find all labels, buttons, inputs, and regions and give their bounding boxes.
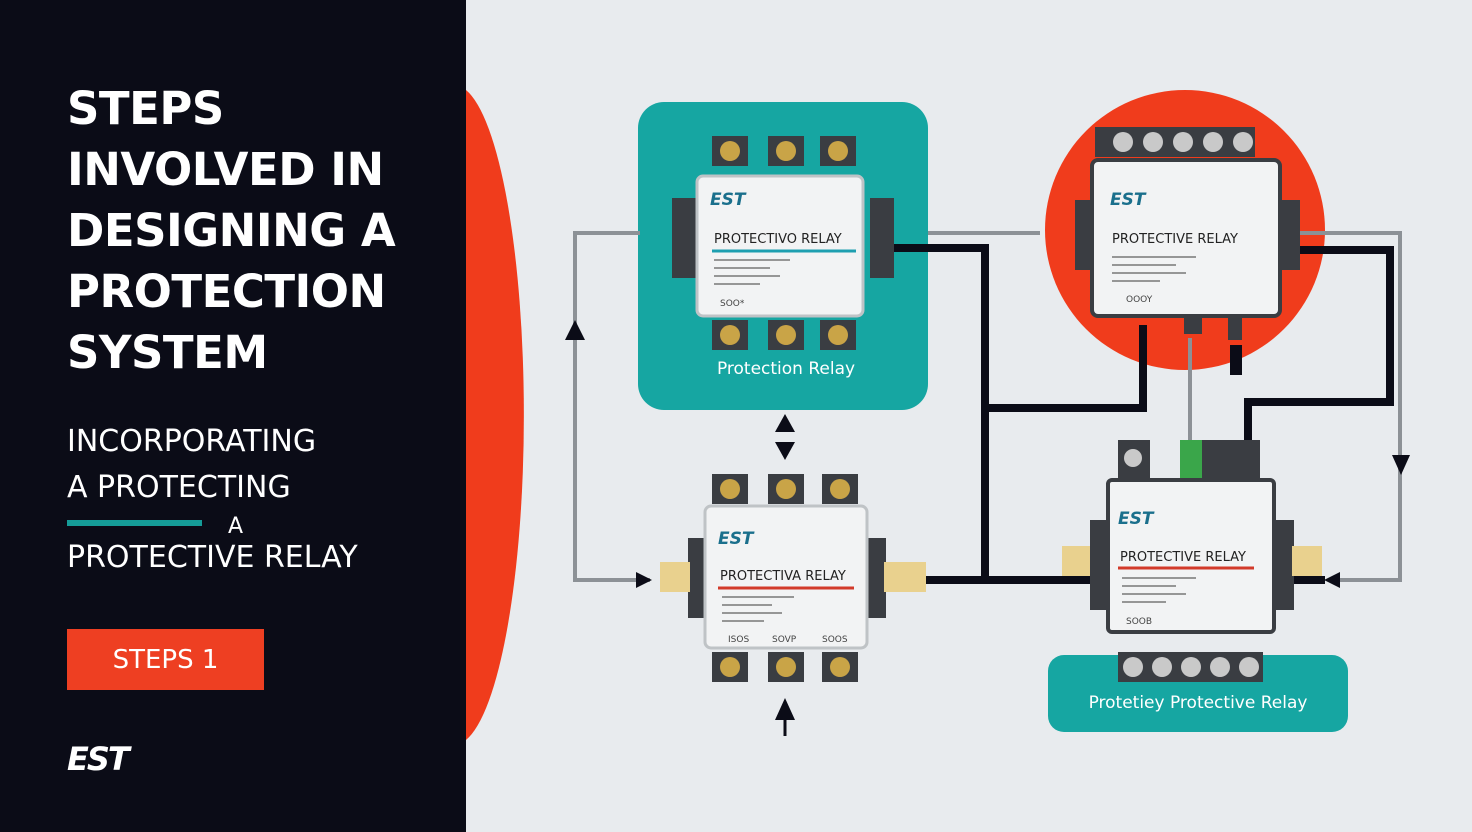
page-title: STEPS INVOLVED IN DESIGNING A PROTECTION… [67, 82, 396, 379]
relay-brand: EST [718, 529, 755, 549]
grey-wires [573, 231, 1402, 582]
relay-top-right: EST PROTECTIVE RELAY OOOY [1075, 127, 1300, 375]
relay-bottom-right: EST PROTECTIVE RELAY SOOB Protetiey Prot… [1062, 440, 1322, 713]
arrow-up-bottom [775, 698, 795, 720]
steps-button[interactable]: STEPS 1 [67, 629, 264, 690]
relay-top-left: EST PROTECTIVO RELAY SOO* Protection Rel… [672, 136, 894, 379]
relay-caption: Protection Relay [717, 359, 855, 379]
relay-brand: EST [710, 190, 747, 210]
relay-brand: EST [1110, 190, 1147, 210]
relay-code: SOO* [720, 299, 745, 309]
sidebar-panel: STEPS INVOLVED IN DESIGNING A PROTECTION… [0, 0, 466, 832]
relay-bottom-left: EST PROTECTIVA RELAY ISOS SOVP SOOS [660, 474, 926, 682]
subtitle-line-2: A PROTECTING [67, 470, 291, 505]
subtitle-small-a: A [228, 514, 244, 539]
arrow-right-bottom-left [636, 572, 652, 588]
relay-label: PROTECTIVE RELAY [1120, 550, 1246, 565]
relay-label: PROTECTIVE RELAY [1112, 232, 1238, 247]
relay-label: PROTECTIVA RELAY [720, 569, 846, 584]
arrow-down-center [775, 442, 795, 460]
arrow-up-left [565, 320, 585, 340]
relay-code: SOOB [1126, 617, 1152, 627]
relay-code-2: SOVP [772, 635, 797, 645]
relay-code-3: SOOS [822, 635, 848, 645]
subtitle-line-3: PROTECTIVE RELAY [67, 540, 358, 575]
flow-arrows [565, 320, 1410, 720]
relay-caption: Protetiey Protective Relay [1089, 693, 1308, 713]
arrow-up-center [775, 414, 795, 432]
red-arc-decoration [466, 90, 524, 740]
relay-code-1: ISOS [728, 635, 749, 645]
arrow-left-bottom-right [1324, 572, 1340, 588]
black-wires [870, 244, 1394, 584]
relay-code: OOOY [1126, 295, 1153, 305]
relay-brand: EST [1118, 509, 1155, 529]
subtitle-line-1: INCORPORATING [67, 424, 317, 459]
brand-logo: EST [67, 740, 130, 778]
arrow-down-right [1392, 455, 1410, 475]
relay-label: PROTECTIVO RELAY [714, 232, 842, 247]
accent-divider [67, 520, 202, 526]
